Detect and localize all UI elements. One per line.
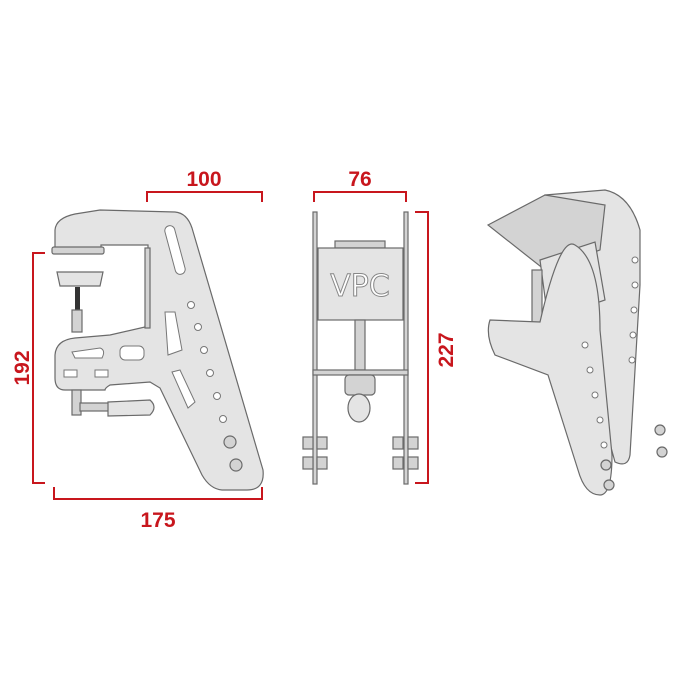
cutout xyxy=(71,347,105,359)
lever-handle xyxy=(107,399,155,417)
crossbar xyxy=(312,369,409,376)
dimension-192: 192 xyxy=(11,252,45,484)
dimension-227: 227 xyxy=(415,211,458,484)
clamp-knob-housing xyxy=(344,374,376,396)
lever-arm xyxy=(79,402,111,412)
side-plate xyxy=(54,209,264,491)
front-view: VPC xyxy=(302,211,419,485)
svg-text:227: 227 xyxy=(435,332,458,367)
bolts xyxy=(302,436,419,470)
dimension-76: 76 xyxy=(313,168,407,202)
bolt xyxy=(654,424,666,436)
cutout xyxy=(119,345,145,361)
plate-edge xyxy=(144,247,151,329)
bolt xyxy=(656,446,668,458)
shaft xyxy=(354,319,366,371)
top-clamp-pad xyxy=(51,246,105,255)
dimension-100: 100 xyxy=(146,168,263,202)
vpc-box xyxy=(317,247,404,321)
front-plate xyxy=(487,243,613,496)
svg-text:76: 76 xyxy=(348,168,371,191)
bolt xyxy=(600,459,612,471)
top-clamp xyxy=(334,240,386,249)
clamp-knob xyxy=(347,393,371,423)
clamp-screw xyxy=(531,269,543,326)
bolt xyxy=(223,435,237,449)
slot xyxy=(164,225,186,275)
slot xyxy=(63,369,78,378)
bolt xyxy=(603,479,615,491)
slot xyxy=(94,369,109,378)
vpc-logo: VPC xyxy=(330,269,390,304)
clamp-sleeve xyxy=(71,309,83,333)
clamp-screw xyxy=(75,287,80,310)
dimension-175: 175 xyxy=(53,487,263,532)
perspective-view xyxy=(486,189,668,496)
triangle-cutout xyxy=(171,369,196,409)
right-rail xyxy=(403,211,409,485)
side-view xyxy=(51,209,264,491)
bolt xyxy=(229,458,243,472)
svg-text:100: 100 xyxy=(186,168,221,191)
left-rail xyxy=(312,211,318,485)
clamp-foot xyxy=(56,271,104,287)
svg-text:175: 175 xyxy=(140,509,175,532)
mount-holes xyxy=(581,256,639,449)
svg-text:192: 192 xyxy=(11,350,34,385)
mount-holes xyxy=(187,301,227,423)
triangle-cutout xyxy=(164,311,183,356)
